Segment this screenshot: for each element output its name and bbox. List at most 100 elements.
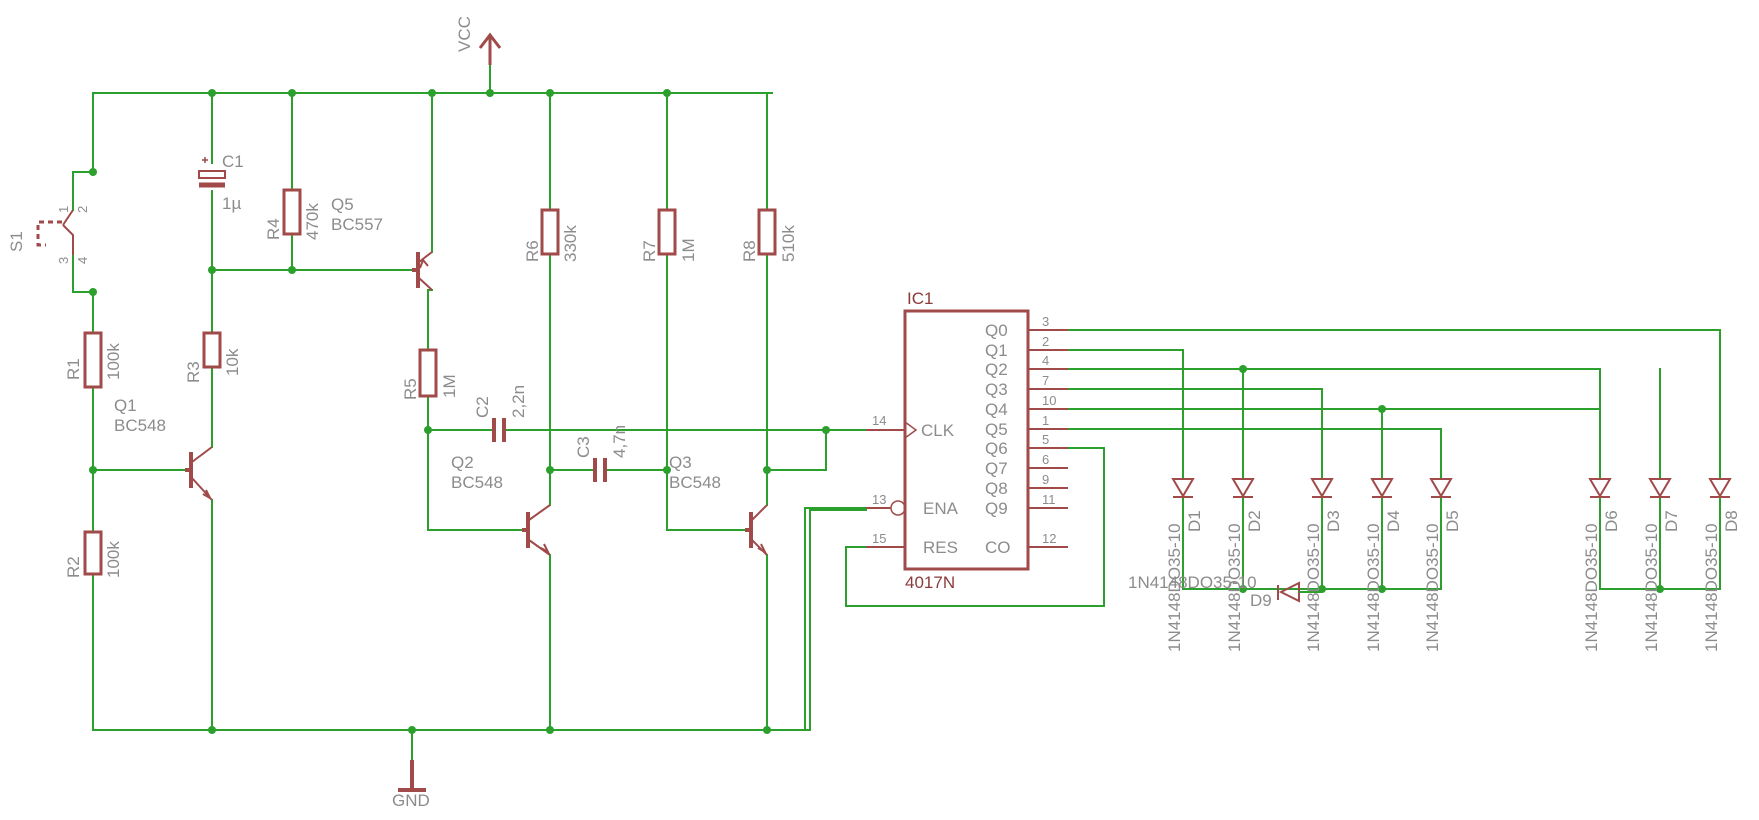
junction [763, 726, 771, 734]
r7-bottom-wire [666, 253, 746, 531]
diode-d2 [1231, 478, 1255, 498]
resistor-r3 [202, 331, 222, 369]
c3-ref: C3 [574, 436, 593, 458]
s1-pin-4: 4 [75, 257, 90, 264]
diode-d1 [1171, 478, 1195, 498]
junction [763, 466, 771, 474]
transistor-q5 [412, 251, 433, 291]
r5-value: 1M [440, 374, 459, 398]
r4-ref: R4 [264, 218, 283, 240]
r1-value: 100k [104, 343, 123, 380]
d4-ref: D4 [1384, 510, 1403, 532]
c1-value: 1µ [222, 194, 241, 213]
junction [546, 466, 554, 474]
transistor-q2 [522, 504, 551, 556]
d6-value: 1N4148DO35-10 [1582, 523, 1601, 652]
junction [89, 168, 97, 176]
q0-wire [1067, 329, 1721, 478]
r1-ref: R1 [64, 358, 83, 380]
labels: VCC GND S1 1 2 3 4 R1 100k R2 100k R3 10… [7, 16, 1741, 810]
ic-pin-num-q5: 1 [1042, 413, 1049, 428]
r6-value: 330k [561, 225, 580, 262]
s1-pin-2: 2 [75, 206, 90, 213]
diode-d8 [1708, 478, 1732, 498]
junction [1378, 405, 1386, 413]
q5-ref: Q5 [331, 195, 354, 214]
r4-value: 470k [303, 203, 322, 240]
s1-ref: S1 [7, 231, 26, 252]
ic-pin-name-ena: ENA [923, 499, 959, 518]
r7-ref: R7 [640, 240, 659, 262]
ic-pin-num-q2: 4 [1042, 353, 1049, 368]
r3-ref: R3 [184, 361, 203, 383]
ic-pin-name-q2: Q2 [985, 360, 1008, 379]
s1-pin-1: 1 [56, 206, 71, 213]
transistor-q3 [745, 504, 768, 556]
r8-value: 510k [779, 225, 798, 262]
d7-ref: D7 [1662, 510, 1681, 532]
d8-ref: D8 [1722, 510, 1741, 532]
junction [288, 266, 296, 274]
resistor-r2 [83, 530, 103, 576]
d9-value: 1N4148DO35-10 [1128, 573, 1257, 592]
c2-value: 2,2n [509, 385, 528, 418]
d7-value: 1N4148DO35-10 [1642, 523, 1661, 652]
clk-triangle-icon [904, 421, 918, 439]
d1-ref: D1 [1185, 510, 1204, 532]
junction [424, 426, 432, 434]
junction [663, 466, 671, 474]
ic-pin-name-co: CO [985, 538, 1011, 557]
d5-value: 1N4148DO35-10 [1423, 523, 1442, 652]
ic-pin-num-co: 12 [1042, 531, 1056, 546]
ena-wire [804, 507, 891, 731]
capacitor-c1 [198, 157, 226, 188]
gnd-rail-wire [92, 509, 867, 731]
r6-ref: R6 [523, 240, 542, 262]
q3-collector-feedback-wire [766, 429, 827, 471]
vcc-label: VCC [455, 16, 474, 52]
junction [546, 89, 554, 97]
q3-wire [1067, 388, 1323, 478]
junction [89, 288, 97, 296]
r5-bottom-wire [427, 395, 523, 531]
r3-value: 10k [223, 348, 242, 376]
switch-s1 [36, 209, 74, 255]
transistor-q1 [185, 446, 213, 501]
junction [1239, 585, 1247, 593]
ic-pin-num-q8: 9 [1042, 472, 1049, 487]
ic-pin-num-q9: 11 [1042, 492, 1056, 507]
ic-pin-num-ena: 13 [872, 492, 886, 507]
c3-value: 4,7n [610, 425, 629, 458]
res-wire [845, 447, 1105, 607]
gnd-symbol-icon [398, 760, 426, 792]
capacitor-c3 [593, 458, 607, 482]
capacitor-c2 [492, 418, 506, 442]
d1-value: 1N4148DO35-10 [1165, 523, 1184, 652]
ic-right-pins [1028, 329, 1068, 548]
d9-ref: D9 [1250, 591, 1272, 610]
d8-value: 1N4148DO35-10 [1702, 523, 1721, 652]
ic-pin-name-clk: CLK [921, 421, 955, 440]
diode-d7 [1648, 478, 1672, 498]
q5-value: BC557 [331, 215, 383, 234]
d4-value: 1N4148DO35-10 [1364, 523, 1383, 652]
junction [822, 426, 830, 434]
cathode-bus-right-wire [1599, 496, 1721, 590]
ic-pin-name-res: RES [923, 538, 958, 557]
q3-value: BC548 [669, 473, 721, 492]
ic-pin-name-q0: Q0 [985, 321, 1008, 340]
junction [663, 89, 671, 97]
ic-pin-num-clk: 14 [872, 413, 886, 428]
r2-value: 100k [104, 541, 123, 578]
ic-pin-num-q7: 6 [1042, 452, 1049, 467]
vcc-arrow-icon [478, 32, 502, 65]
d6-ref: D6 [1602, 510, 1621, 532]
resistor-r6 [540, 208, 560, 256]
resistor-r8 [757, 208, 777, 256]
d3-value: 1N4148DO35-10 [1304, 523, 1323, 652]
q3-ref: Q3 [669, 453, 692, 472]
ic-pin-num-q3: 7 [1042, 373, 1049, 388]
ic1-value: 4017N [905, 573, 955, 592]
r5-ref: R5 [401, 378, 420, 400]
